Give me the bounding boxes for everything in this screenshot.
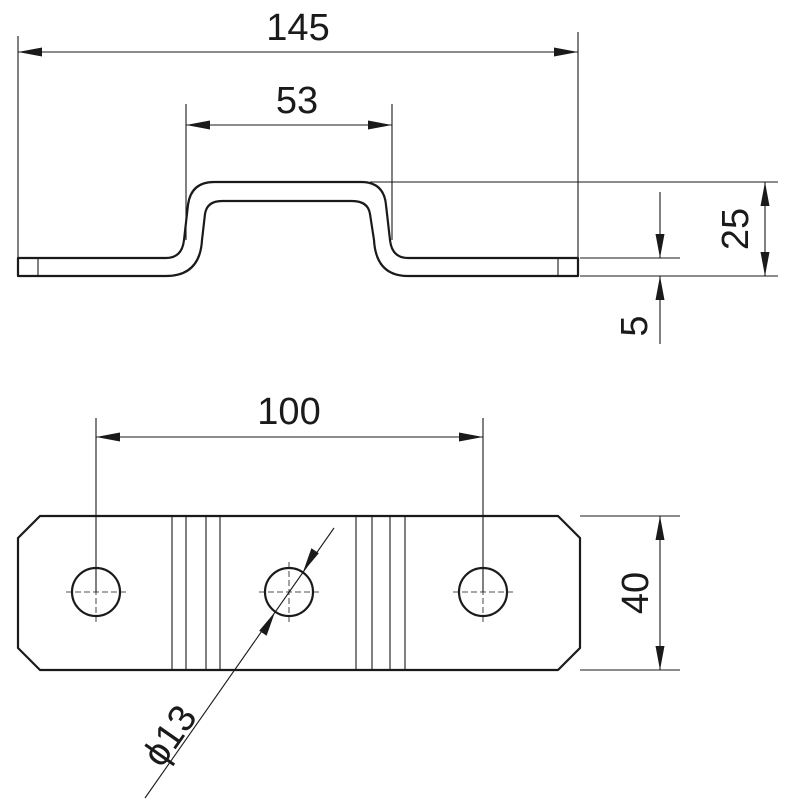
dim-thickness: 5 <box>580 192 680 344</box>
height-label: 25 <box>715 208 757 250</box>
side-view <box>16 180 580 278</box>
dim-hole-spacing: 100 <box>95 391 484 592</box>
hole-spacing-label: 100 <box>257 391 320 433</box>
dim-height: 25 <box>370 181 778 277</box>
dim-channel-width: 53 <box>185 80 393 240</box>
overall-length-label: 145 <box>266 7 329 49</box>
top-view <box>16 514 582 672</box>
width-label: 40 <box>615 572 657 614</box>
dim-hole-diameter: ϕ13 <box>135 527 335 799</box>
hole-diameter-label: ϕ13 <box>135 698 206 774</box>
channel-width-label: 53 <box>276 80 318 122</box>
plate-outline <box>16 514 582 672</box>
side-profile-outline <box>16 180 580 278</box>
thickness-label: 5 <box>614 315 656 336</box>
dim-width: 40 <box>580 515 680 671</box>
dim-overall-length: 145 <box>17 7 579 258</box>
